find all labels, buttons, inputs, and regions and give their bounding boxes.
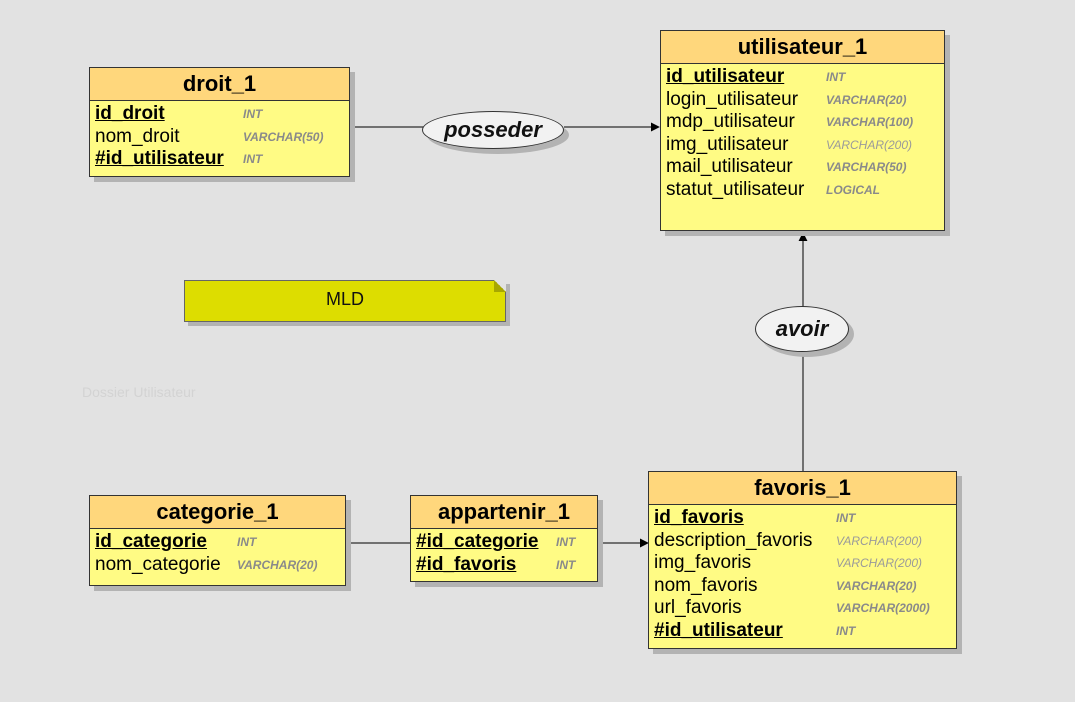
field-type: VARCHAR(20): [237, 557, 318, 572]
field-row: nom_categorie VARCHAR(20): [95, 554, 345, 577]
field-row: nom_favoris VARCHAR(20): [654, 575, 956, 598]
field-name: statut_utilisateur: [666, 178, 805, 200]
field-type: VARCHAR(50): [826, 160, 907, 174]
field-row: #id_categorie INT: [416, 531, 597, 554]
field-row: #id_utilisateur INT: [95, 148, 349, 171]
field-name: id_droit: [95, 103, 165, 124]
field-type: INT: [243, 152, 263, 166]
field-type: VARCHAR(200): [836, 533, 923, 548]
field-row: url_favoris VARCHAR(2000): [654, 597, 956, 620]
field-name: img_utilisateur: [666, 133, 789, 155]
field-row: login_utilisateur VARCHAR(20): [666, 89, 944, 112]
field-name: #id_categorie: [416, 531, 539, 552]
field-row: img_utilisateur VARCHAR(200): [666, 134, 944, 157]
field-type: INT: [556, 557, 576, 572]
field-row: statut_utilisateur LOGICAL: [666, 179, 944, 202]
field-type: LOGICAL: [826, 182, 880, 197]
note-fold-corner: [494, 280, 506, 292]
field-type: VARCHAR(2000): [836, 601, 930, 615]
field-name: #id_utilisateur: [95, 148, 224, 169]
entity-title: categorie_1: [90, 496, 345, 529]
association-label: avoir: [775, 316, 829, 341]
note-label: MLD: [325, 289, 364, 309]
field-type: VARCHAR(100): [826, 115, 914, 129]
entity-utilisateur[interactable]: utilisateur_1 id_utilisateur INT login_u…: [660, 30, 945, 231]
field-name: id_favoris: [654, 507, 744, 528]
field-name: nom_droit: [95, 125, 180, 147]
field-row: id_categorie INT: [95, 531, 345, 554]
association-avoir[interactable]: avoir: [755, 306, 849, 352]
field-name: id_categorie: [95, 531, 207, 552]
entity-title: utilisateur_1: [661, 31, 944, 64]
field-name: id_utilisateur: [666, 66, 785, 87]
field-type: VARCHAR(20): [826, 92, 907, 107]
association-posseder[interactable]: posseder: [422, 111, 564, 149]
entity-appartenir[interactable]: appartenir_1 #id_categorie INT #id_favor…: [410, 495, 598, 582]
field-name: description_favoris: [654, 529, 813, 551]
field-row: #id_favoris INT: [416, 554, 597, 577]
field-row: mail_utilisateur VARCHAR(50): [666, 156, 944, 179]
watermark-text: Dossier Utilisateur: [82, 384, 196, 400]
entity-title: droit_1: [90, 68, 349, 101]
field-type: VARCHAR(20): [836, 578, 917, 593]
field-type: INT: [836, 511, 856, 525]
field-type: INT: [237, 535, 257, 549]
entity-title: appartenir_1: [411, 496, 597, 529]
field-name: nom_categorie: [95, 553, 221, 575]
field-name: mdp_utilisateur: [666, 111, 795, 132]
field-type: VARCHAR(50): [243, 129, 324, 144]
mld-note: MLD: [184, 280, 506, 322]
association-label: posseder: [444, 117, 542, 142]
field-row: nom_droit VARCHAR(50): [95, 126, 349, 149]
field-row: mdp_utilisateur VARCHAR(100): [666, 111, 944, 134]
field-row: img_favoris VARCHAR(200): [654, 552, 956, 575]
entity-title: favoris_1: [649, 472, 956, 505]
field-type: INT: [826, 70, 846, 84]
field-name: login_utilisateur: [666, 88, 799, 110]
entity-categorie[interactable]: categorie_1 id_categorie INT nom_categor…: [89, 495, 346, 586]
field-name: mail_utilisateur: [666, 156, 793, 177]
field-name: url_favoris: [654, 597, 742, 618]
field-row: id_favoris INT: [654, 507, 956, 530]
field-type: VARCHAR(200): [826, 137, 913, 152]
entity-favoris[interactable]: favoris_1 id_favoris INT description_fav…: [648, 471, 957, 649]
entity-droit[interactable]: droit_1 id_droit INT nom_droit VARCHAR(5…: [89, 67, 350, 177]
field-type: VARCHAR(200): [836, 556, 923, 570]
field-name: #id_favoris: [416, 553, 517, 575]
field-type: INT: [836, 623, 856, 638]
field-name: nom_favoris: [654, 574, 758, 596]
field-row: #id_utilisateur INT: [654, 620, 956, 643]
field-type: INT: [243, 107, 263, 121]
field-type: INT: [556, 535, 576, 549]
field-name: img_favoris: [654, 552, 752, 573]
field-row: id_droit INT: [95, 103, 349, 126]
field-row: description_favoris VARCHAR(200): [654, 530, 956, 553]
field-row: id_utilisateur INT: [666, 66, 944, 89]
field-name: #id_utilisateur: [654, 619, 783, 641]
